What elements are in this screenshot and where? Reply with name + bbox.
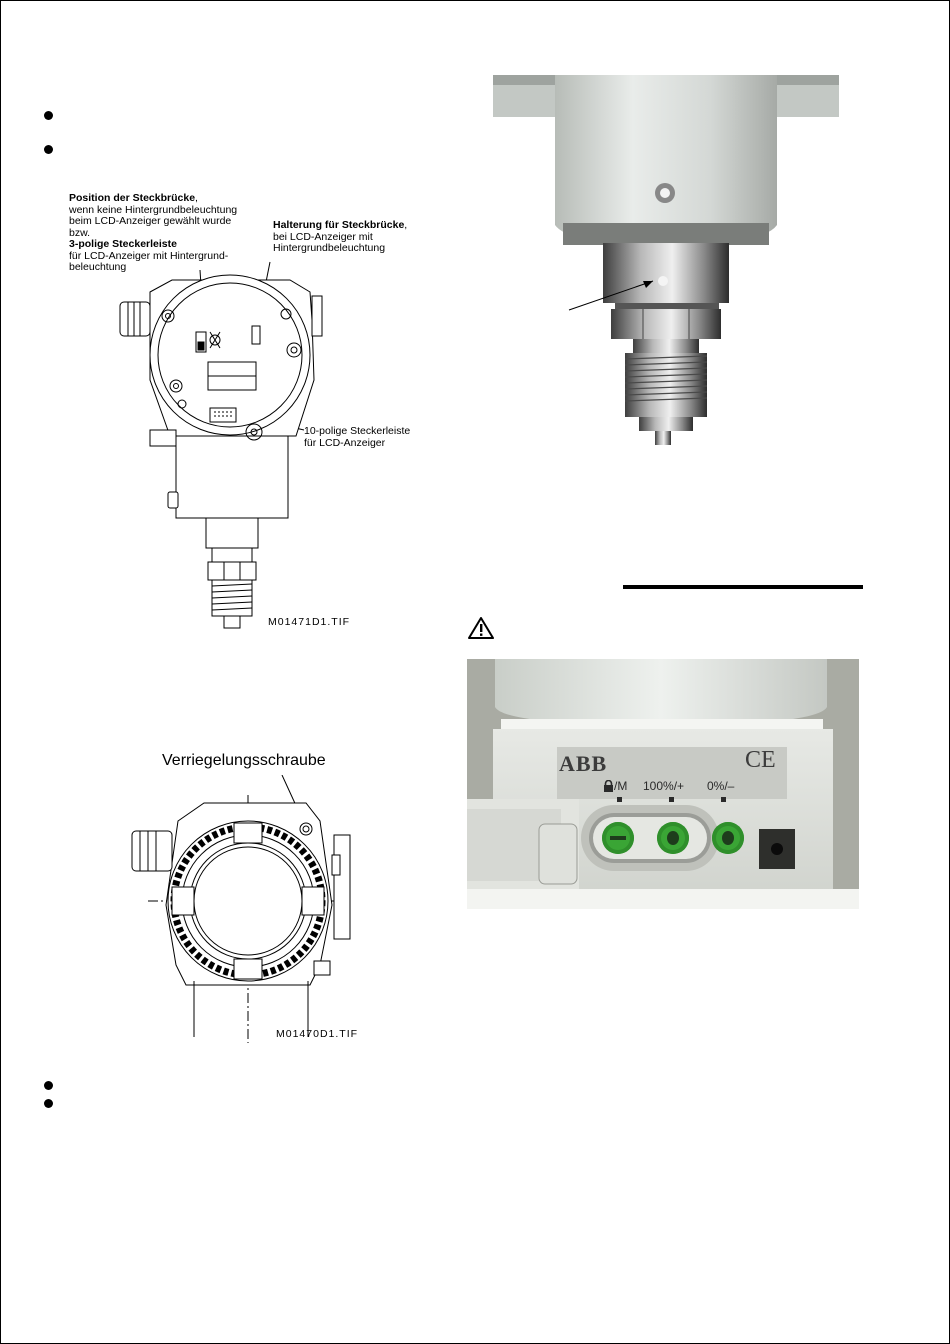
section-divider — [623, 585, 863, 589]
zero-button[interactable] — [712, 822, 744, 854]
label-jumper-holder: Halterung für Steckbrücke, bei LCD-Anzei… — [273, 219, 408, 254]
transmitter-neck-illustration — [493, 75, 839, 445]
label-locking-screw: Verriegelungsschraube — [162, 752, 326, 769]
label-jumper-position: Position der Steckbrücke, wenn keine Hin… — [69, 192, 238, 273]
bullet-1 — [44, 111, 53, 120]
figure-file-name: M01471D1.TIF — [268, 616, 351, 628]
marker-3 — [721, 797, 726, 802]
figure-file-name-2: M01470D1.TIF — [276, 1028, 359, 1040]
photo-transmitter-neck — [493, 75, 839, 445]
span-label: 100%/+ — [643, 779, 685, 793]
buttons-illustration — [467, 659, 859, 909]
bullet-3 — [44, 1081, 53, 1090]
ce-mark: CE — [745, 747, 776, 773]
marker-2 — [669, 797, 674, 802]
lock-label: /M — [603, 779, 627, 793]
photo-local-buttons: ABB CE /M 100%/+ 0%/– — [467, 659, 859, 909]
zero-label: 0%/– — [707, 779, 735, 793]
label-10-pin-connector: 10-polige Steckerleiste für LCD-Anzeiger — [304, 425, 411, 449]
transmitter-drawing-front — [119, 261, 323, 629]
write-protect-button[interactable] — [602, 822, 634, 854]
transmitter-drawing-top — [131, 775, 351, 1043]
abb-logo: ABB — [559, 751, 608, 776]
bullet-4 — [44, 1099, 53, 1108]
lock-icon — [604, 780, 613, 792]
marker-1 — [617, 797, 622, 802]
bullet-2 — [44, 145, 53, 154]
warning-triangle-icon — [468, 617, 494, 639]
span-button[interactable] — [657, 822, 689, 854]
